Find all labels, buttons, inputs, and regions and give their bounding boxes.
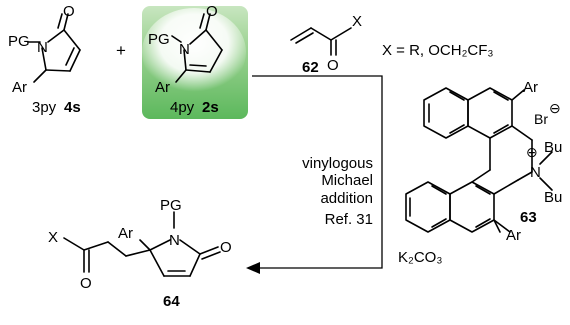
product-64-chain-oxygen: O [80,275,92,292]
compound-4s-pg: PG [8,33,30,50]
compound-2s-caption-id: 2s [202,99,219,116]
compound-4s-bonds [27,13,81,83]
catalyst-63-id: 63 [520,209,537,226]
compound-2s-oxygen: O [206,3,218,20]
compound-4s-oxygen: O [63,3,75,20]
product-64-bonds [63,211,221,277]
compound-2s-pg: PG [148,31,170,48]
product-64-x: X [48,229,58,246]
catalyst-63-bromide: Br [534,111,548,127]
reagent-62: X O 62 X = R, OCH₂CF₃ [290,13,494,76]
conditions-reference: Ref. 31 [325,211,373,228]
compound-4s-ar: Ar [12,79,27,96]
catalyst-63-bromide-charge: ⊖ [549,100,561,116]
product-64-ar: Ar [118,225,133,242]
compound-4s: O N PG Ar 3py 4s [8,3,81,116]
reagent-62-id: 62 [302,59,319,76]
catalyst-63-nitrogen: N [530,164,541,181]
reaction-arrow-line [252,75,383,269]
conditions-line-3: addition [320,190,373,207]
catalyst-63-ammonium-charge: ⊕ [526,144,538,160]
compound-2s: O N PG Ar 4py 2s [142,3,248,119]
catalyst-63-butyl-top: Bu [544,139,562,156]
product-64-ring-oxygen: O [220,239,232,256]
base-reagent: K₂CO₃ [398,249,442,266]
conditions-line-2: Michael [321,172,373,189]
catalyst-63: Ar Ar Br ⊖ ⊕ N Bu Bu 63 [405,79,562,244]
reaction-conditions: vinylogous Michael addition Ref. 31 [302,155,373,228]
product-64-id: 64 [163,293,180,310]
product-64-pg: PG [160,197,182,214]
reaction-arrow [246,75,383,274]
catalyst-63-bonds [405,87,553,233]
compound-2s-bonds [171,13,223,83]
plus-sign: + [116,41,126,60]
compound-2s-glow [142,8,246,96]
compound-4s-nitrogen: N [37,39,48,56]
reagent-62-x: X [352,13,362,30]
reaction-arrow-head [246,262,260,274]
compound-2s-ar: Ar [155,79,170,96]
reagent-62-definition: X = R, OCH₂CF₃ [382,42,494,59]
catalyst-63-ar-bottom: Ar [506,227,521,244]
catalyst-63-butyl-bottom: Bu [544,189,562,206]
catalyst-63-ar-top: Ar [523,79,538,96]
product-64-nitrogen: N [169,232,180,249]
reagent-62-oxygen: O [327,57,339,74]
compound-2s-nitrogen: N [179,41,190,58]
conditions-line-1: vinylogous [302,155,373,172]
reagent-62-bonds [290,27,352,56]
compound-4s-caption-prefix: 3py [32,99,57,116]
compound-2s-caption-prefix: 4py [170,99,195,116]
compound-4s-caption-id: 4s [64,99,81,116]
product-64: PG N Ar O X O 64 [48,197,232,310]
